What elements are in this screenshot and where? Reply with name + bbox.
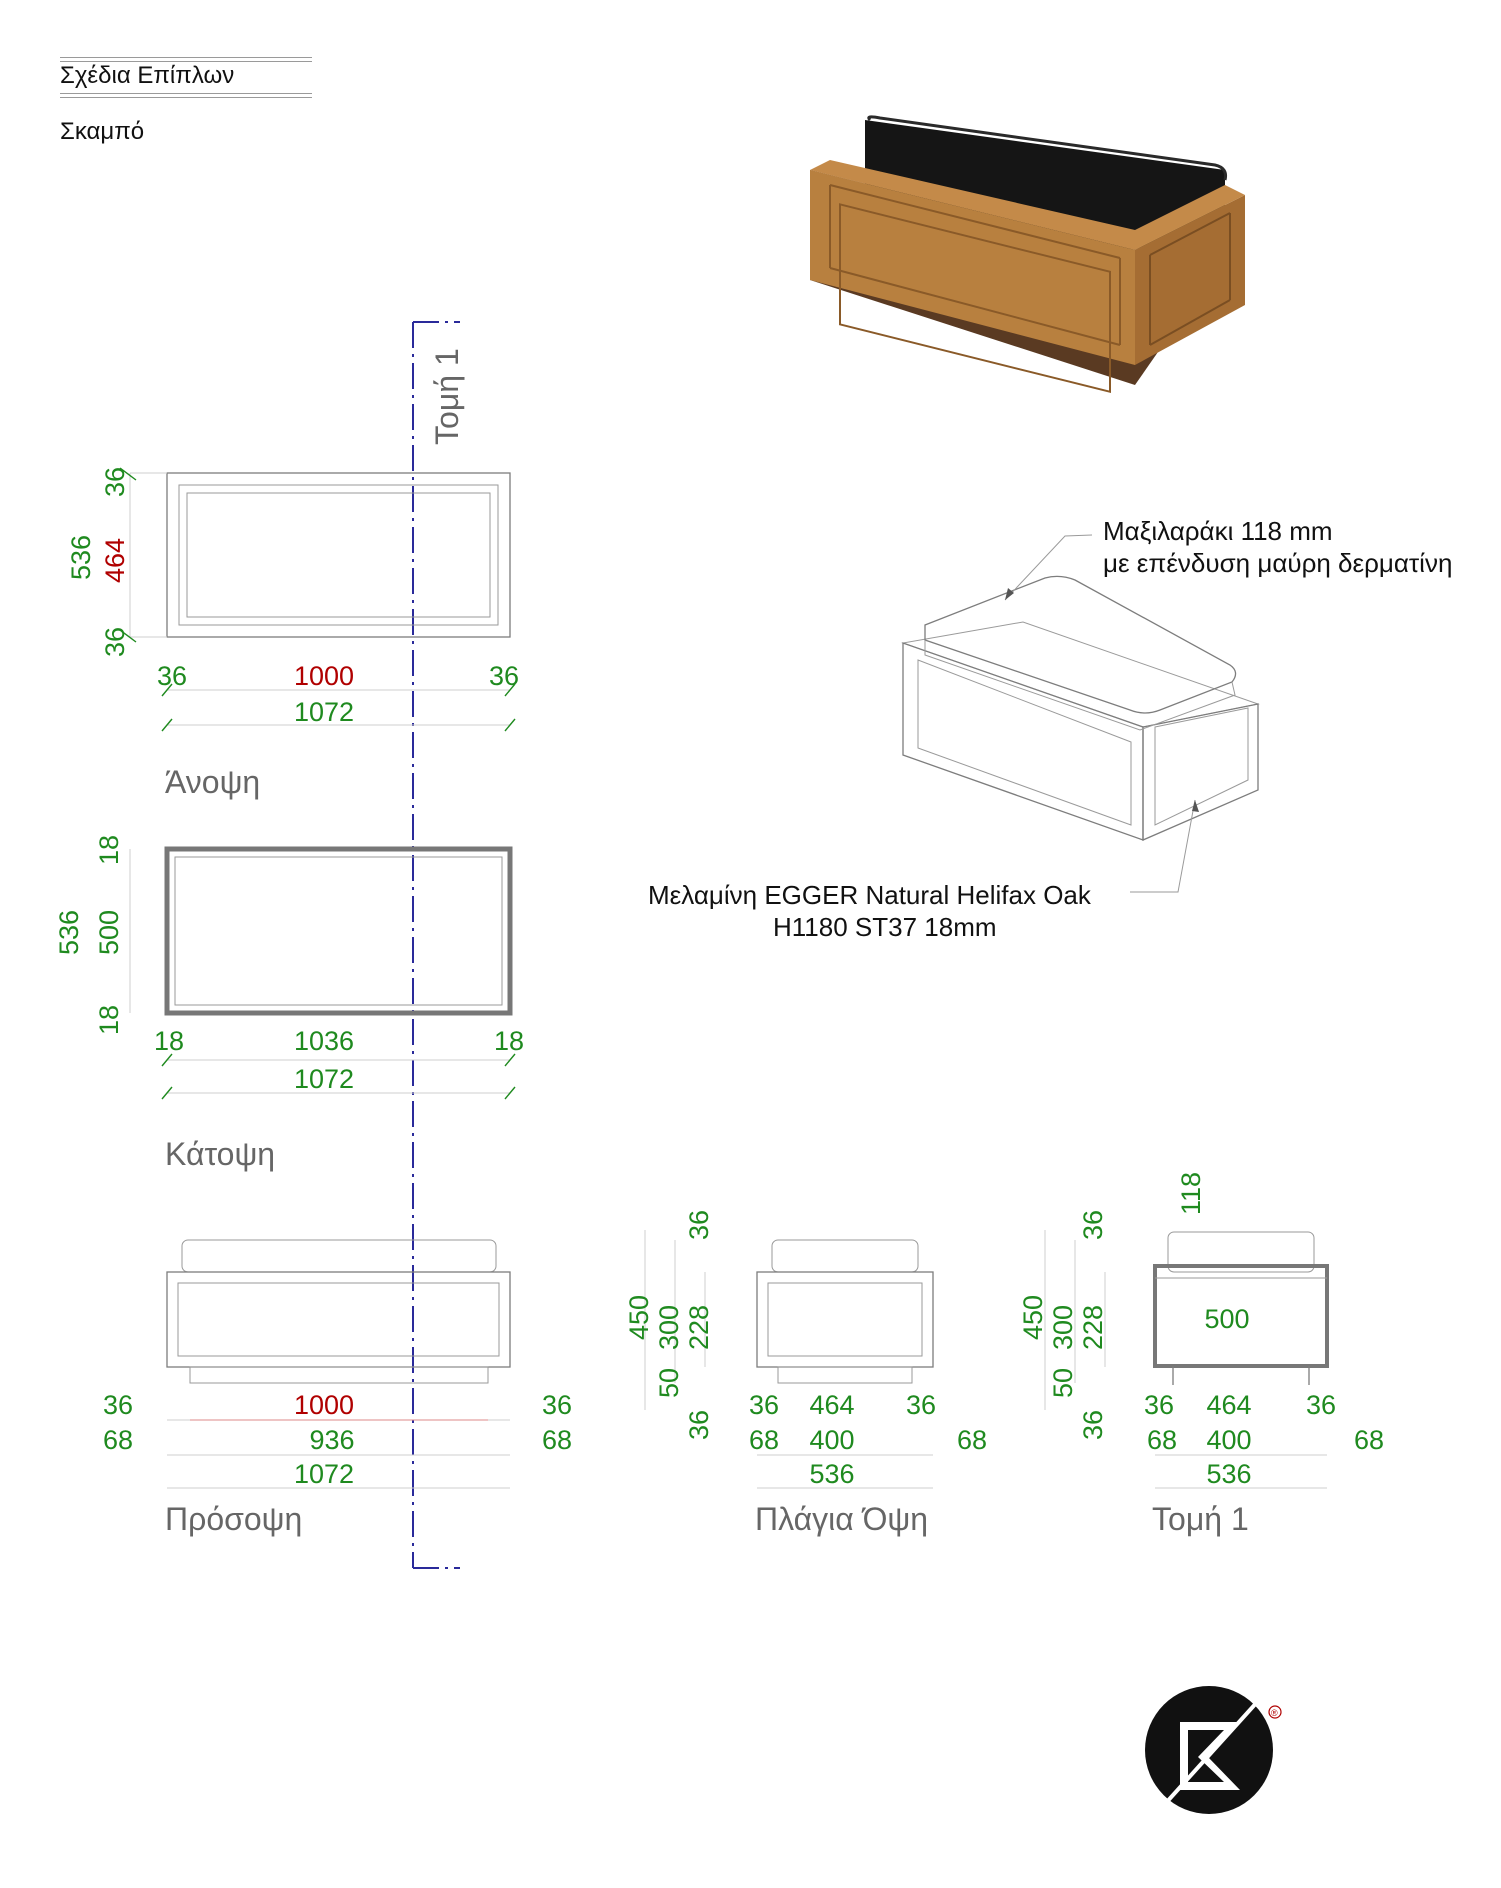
page-subtitle: Σκαμπό — [60, 118, 145, 145]
side-dim-r2-center: 400 — [809, 1425, 854, 1455]
side-dim-overall: 536 — [809, 1459, 854, 1489]
section-dim-v-bottom: 36 — [1078, 1410, 1108, 1440]
section-dim-r2-right: 68 — [1354, 1425, 1384, 1455]
side-dim-v-base: 50 — [654, 1368, 684, 1398]
plan-dim-top-edge: 18 — [94, 835, 124, 865]
header-rule-top-2 — [60, 61, 312, 62]
plan-dim-overall: 1072 — [294, 1064, 354, 1094]
front-dim-r1-right: 36 — [542, 1390, 572, 1420]
section-dim-v-top: 36 — [1078, 1210, 1108, 1240]
side-dim-v-mid: 300 — [654, 1305, 684, 1350]
plan-dim-right: 18 — [494, 1026, 524, 1056]
section-dim-v-inner: 228 — [1078, 1305, 1108, 1350]
top-dim-total-h: 536 — [66, 535, 96, 580]
section-dim-v-mid: 300 — [1048, 1305, 1078, 1350]
stool-render — [810, 115, 1245, 394]
side-dim-r1-center: 464 — [809, 1390, 854, 1420]
plan-dim-left: 18 — [154, 1026, 184, 1056]
section-marker-label: Τομή 1 — [429, 348, 465, 445]
side-dim-r1-left: 36 — [749, 1390, 779, 1420]
side-dim-r1-right: 36 — [906, 1390, 936, 1420]
top-dim-top-edge: 36 — [100, 467, 130, 497]
header-rule-top — [60, 57, 312, 58]
section-dim-r1-right: 36 — [1306, 1390, 1336, 1420]
plan-view — [129, 846, 516, 1100]
front-dim-r2-right: 68 — [542, 1425, 572, 1455]
section-dim-r1-left: 36 — [1144, 1390, 1174, 1420]
plan-dim-center: 1036 — [294, 1026, 354, 1056]
plan-dim-total-h: 536 — [54, 910, 84, 955]
front-view-label: Πρόσοψη — [165, 1501, 302, 1537]
registered-mark: ® — [1271, 1708, 1278, 1718]
front-dim-r2-center: 936 — [309, 1425, 354, 1455]
plan-view-label: Κάτοψη — [165, 1136, 275, 1172]
section-dim-inner-w: 500 — [1204, 1304, 1249, 1334]
cushion-note-line2: με επένδυση μαύρη δερματίνη — [1103, 548, 1452, 578]
side-dim-v-total: 450 — [624, 1295, 654, 1340]
section-dim-r2-left: 68 — [1147, 1425, 1177, 1455]
front-view — [166, 1239, 511, 1489]
section-view — [1044, 1230, 1329, 1489]
material-note-line2: H1180 ST37 18mm — [773, 912, 997, 942]
top-view-label: Άνοψη — [165, 764, 260, 800]
header-rule-bottom-2 — [60, 97, 312, 98]
section-line — [412, 321, 460, 1569]
section-dim-cushion: 118 — [1176, 1172, 1206, 1215]
section-dim-r1-center: 464 — [1206, 1390, 1251, 1420]
section-dim-v-total: 450 — [1018, 1295, 1048, 1340]
section-dim-v-base: 50 — [1048, 1368, 1078, 1398]
side-view — [644, 1230, 934, 1489]
brand-logo — [1145, 1686, 1282, 1817]
side-dim-r2-left: 68 — [749, 1425, 779, 1455]
material-note-line1: Μελαμίνη EGGER Natural Helifax Oak — [648, 880, 1092, 910]
page-title: Σχέδια Επίπλων — [60, 62, 235, 89]
side-dim-v-top: 36 — [684, 1210, 714, 1240]
top-view — [119, 467, 516, 732]
section-dim-r2-center: 400 — [1206, 1425, 1251, 1455]
side-dim-v-bottom: 36 — [684, 1410, 714, 1440]
plan-dim-bottom-edge: 18 — [94, 1005, 124, 1035]
plan-dim-inner-h: 500 — [94, 910, 124, 955]
cushion-note-line1: Μαξιλαράκι 118 mm — [1103, 516, 1333, 546]
top-dim-bottom-edge: 36 — [100, 627, 130, 657]
header-rule-bottom — [60, 93, 312, 94]
top-dim-inner-h: 464 — [100, 538, 130, 583]
section-dim-overall: 536 — [1206, 1459, 1251, 1489]
isometric-wireframe — [901, 534, 1260, 893]
top-dim-right: 36 — [489, 661, 519, 691]
top-dim-overall: 1072 — [294, 697, 354, 727]
front-dim-r1-center: 1000 — [294, 1390, 354, 1420]
side-dim-r2-right: 68 — [957, 1425, 987, 1455]
top-dim-center: 1000 — [294, 661, 354, 691]
section-view-label: Τομή 1 — [1152, 1501, 1249, 1537]
side-dim-v-inner: 228 — [684, 1305, 714, 1350]
side-view-label: Πλάγια Όψη — [755, 1501, 928, 1537]
front-dim-r2-left: 68 — [103, 1425, 133, 1455]
top-dim-left: 36 — [157, 661, 187, 691]
front-dim-r1-left: 36 — [103, 1390, 133, 1420]
front-dim-overall: 1072 — [294, 1459, 354, 1489]
